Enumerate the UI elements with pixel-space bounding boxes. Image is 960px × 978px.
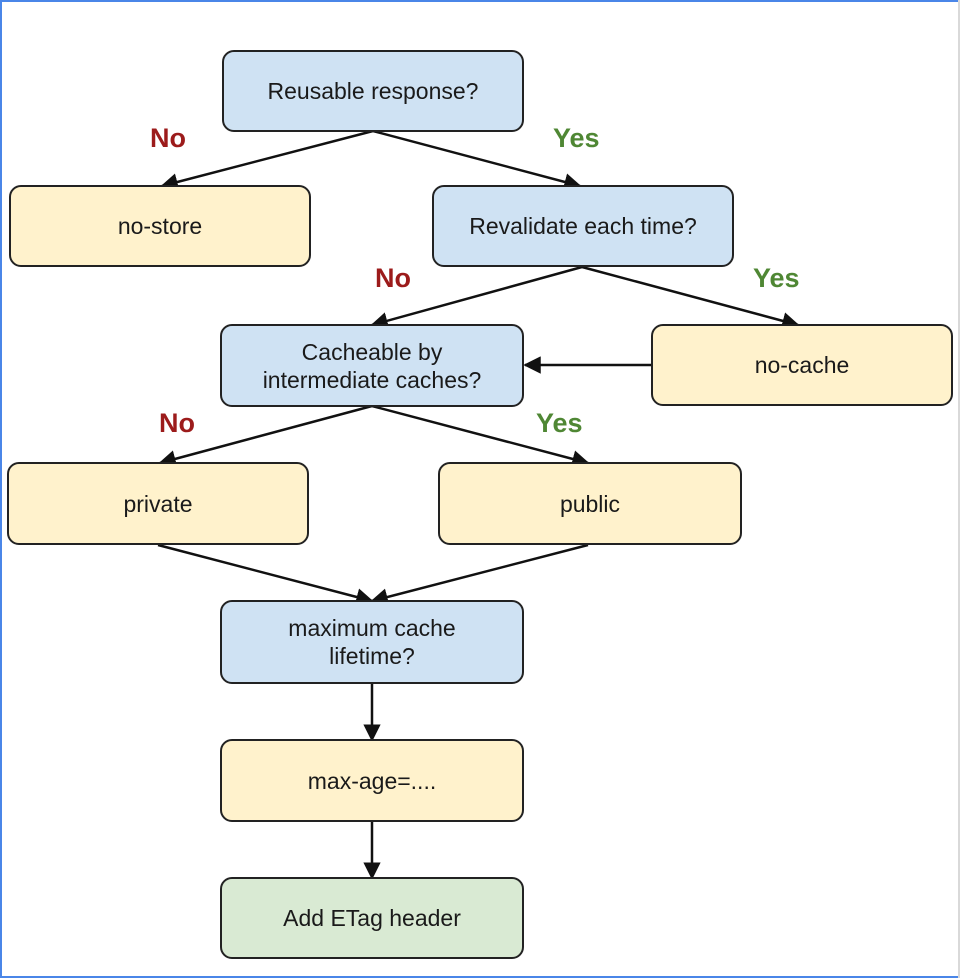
node-no-store: no-store (9, 185, 311, 267)
label-reusable-yes: Yes (553, 123, 600, 153)
node-lifetime-label-line1: maximum cache (288, 615, 456, 641)
edge-public-to-lifetime (370, 543, 589, 606)
node-no-cache: no-cache (651, 324, 953, 406)
node-no-store-label: no-store (117, 213, 203, 239)
node-max-age-label: max-age=.... (307, 767, 437, 794)
node-public: public (438, 462, 742, 545)
node-public-label: public (559, 490, 621, 517)
edge-reusable-to-revalidate (372, 129, 582, 191)
edge-revalidate-to-cacheable (370, 265, 583, 330)
node-no-cache-label: no-cache (754, 352, 850, 378)
node-reusable-response: Reusable response? (222, 50, 524, 132)
node-cacheable-label-line2: intermediate caches? (262, 366, 482, 393)
node-max-age: max-age=.... (220, 739, 524, 822)
label-cacheable-yes: Yes (536, 408, 583, 438)
edge-revalidate-to-no-cache (581, 265, 800, 330)
node-private-label: private (123, 490, 193, 517)
edge-reusable-to-no-store (160, 129, 374, 191)
node-add-etag-header: Add ETag header (220, 877, 524, 959)
node-cacheable-by-intermediate: Cacheable by intermediate caches? (220, 324, 524, 407)
label-revalidate-no: No (375, 263, 411, 293)
label-cacheable-no: No (159, 408, 195, 438)
edge-private-to-lifetime (157, 543, 374, 606)
node-reusable-response-label: Reusable response? (267, 78, 479, 104)
frame-edge (958, 0, 960, 978)
node-revalidate-each-time: Revalidate each time? (432, 185, 734, 267)
node-cacheable-label-line1: Cacheable by (301, 338, 443, 365)
node-maximum-cache-lifetime: maximum cache lifetime? (220, 600, 524, 684)
node-private: private (7, 462, 309, 545)
label-revalidate-yes: Yes (753, 263, 800, 293)
node-lifetime-label-line2: lifetime? (329, 643, 415, 669)
node-etag-label: Add ETag header (283, 905, 461, 931)
node-revalidate-label: Revalidate each time? (469, 213, 697, 239)
edge-cacheable-to-public (371, 404, 590, 468)
label-reusable-no: No (150, 123, 186, 153)
edge-cacheable-to-private (158, 404, 373, 468)
